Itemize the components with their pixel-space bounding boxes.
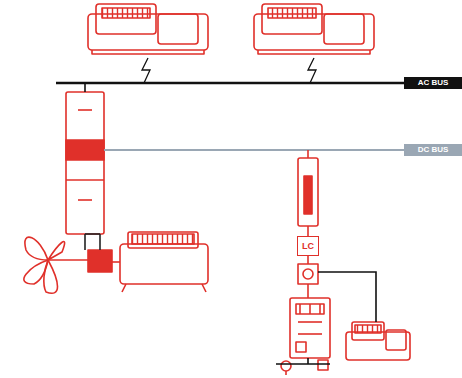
energy-storage-cabinet [298, 158, 318, 226]
bus-band: AC BUS [404, 77, 462, 89]
node-label: DC BUS [418, 146, 449, 154]
node-label: LC [302, 242, 314, 251]
bus-band: DC BUS [404, 144, 462, 156]
shaft-motor [88, 250, 112, 272]
converter-cabinet [66, 92, 104, 234]
switchboard [290, 298, 330, 358]
filter-box: LC [297, 236, 319, 256]
node-label: AC BUS [418, 79, 449, 87]
propeller [24, 237, 88, 293]
auxiliary-generator [346, 322, 410, 360]
socket [318, 360, 328, 370]
main-engine [112, 232, 208, 292]
lamp [281, 361, 291, 375]
converter-box [298, 264, 318, 284]
generator-set [254, 4, 374, 54]
generator-set [88, 4, 208, 54]
bus-lines [56, 58, 462, 364]
